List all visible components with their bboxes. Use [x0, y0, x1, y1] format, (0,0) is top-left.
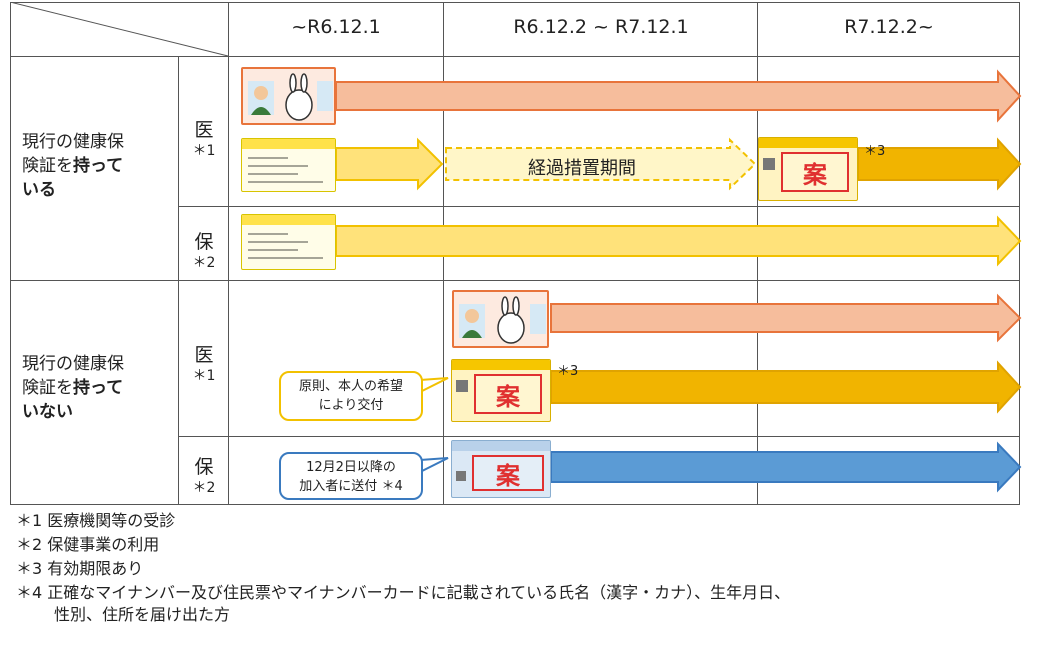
group-label-have: 現行の健康保 険証を持って いる: [22, 132, 124, 200]
arrow-notice-row6: [550, 441, 1022, 493]
arrow-transition: [445, 137, 757, 191]
sub-label-health-1: 保＊2: [192, 231, 216, 271]
arrow-insurance-row3: [335, 215, 1022, 267]
group-label-nothave: 現行の健康保 険証を持って いない: [22, 354, 124, 422]
draft-stamp: 案: [781, 152, 849, 192]
info-notice-card-icon: 案: [451, 440, 551, 498]
draft-stamp: 案: [474, 374, 542, 414]
certificate-card-icon: 案: [758, 137, 858, 201]
sub-label-medical-1: 医＊1: [192, 119, 216, 159]
callout-request: 原則、本人の希望 により交付: [279, 371, 423, 421]
my-number-card-icon: [452, 290, 549, 348]
sub-label-medical-2: 医＊1: [192, 344, 216, 384]
callout-new-members: 12月2日以降の 加入者に送付 ＊4: [279, 452, 423, 500]
certificate-card-icon: 案: [451, 359, 551, 422]
draft-stamp: 案: [472, 455, 544, 491]
note-star3-row2: ＊3: [864, 144, 886, 159]
insurance-card-icon: [241, 138, 336, 192]
arrow-certificate-row5: [550, 360, 1022, 414]
sub-label-health-2: 保＊2: [192, 456, 216, 496]
arrow-mynumber-row4: [550, 293, 1022, 343]
arrow-insurance-short: [335, 137, 444, 191]
insurance-card-icon: [241, 214, 336, 270]
arrow-certificate-row2: [857, 137, 1022, 191]
arrow-mynumber-row1: [335, 69, 1022, 123]
footnote-2: ＊2 保健事業の利用: [16, 535, 160, 554]
footnote-3: ＊3 有効期限あり: [16, 559, 144, 578]
note-star3-row5: ＊3: [557, 364, 579, 379]
footnote-1: ＊1 医療機関等の受診: [16, 511, 176, 530]
my-number-card-icon: [241, 67, 336, 125]
header-col-2: R6.12.2 ~ R7.12.1: [513, 16, 689, 38]
transition-label: 経過措置期間: [528, 158, 636, 179]
header-diagonal: [10, 2, 229, 57]
footnote-4: ＊4 正確なマイナンバー及び住民票やマイナンバーカードに記載されている氏名（漢字…: [16, 583, 791, 624]
header-col-1: ~R6.12.1: [291, 16, 381, 38]
header-col-3: R7.12.2~: [844, 16, 934, 38]
